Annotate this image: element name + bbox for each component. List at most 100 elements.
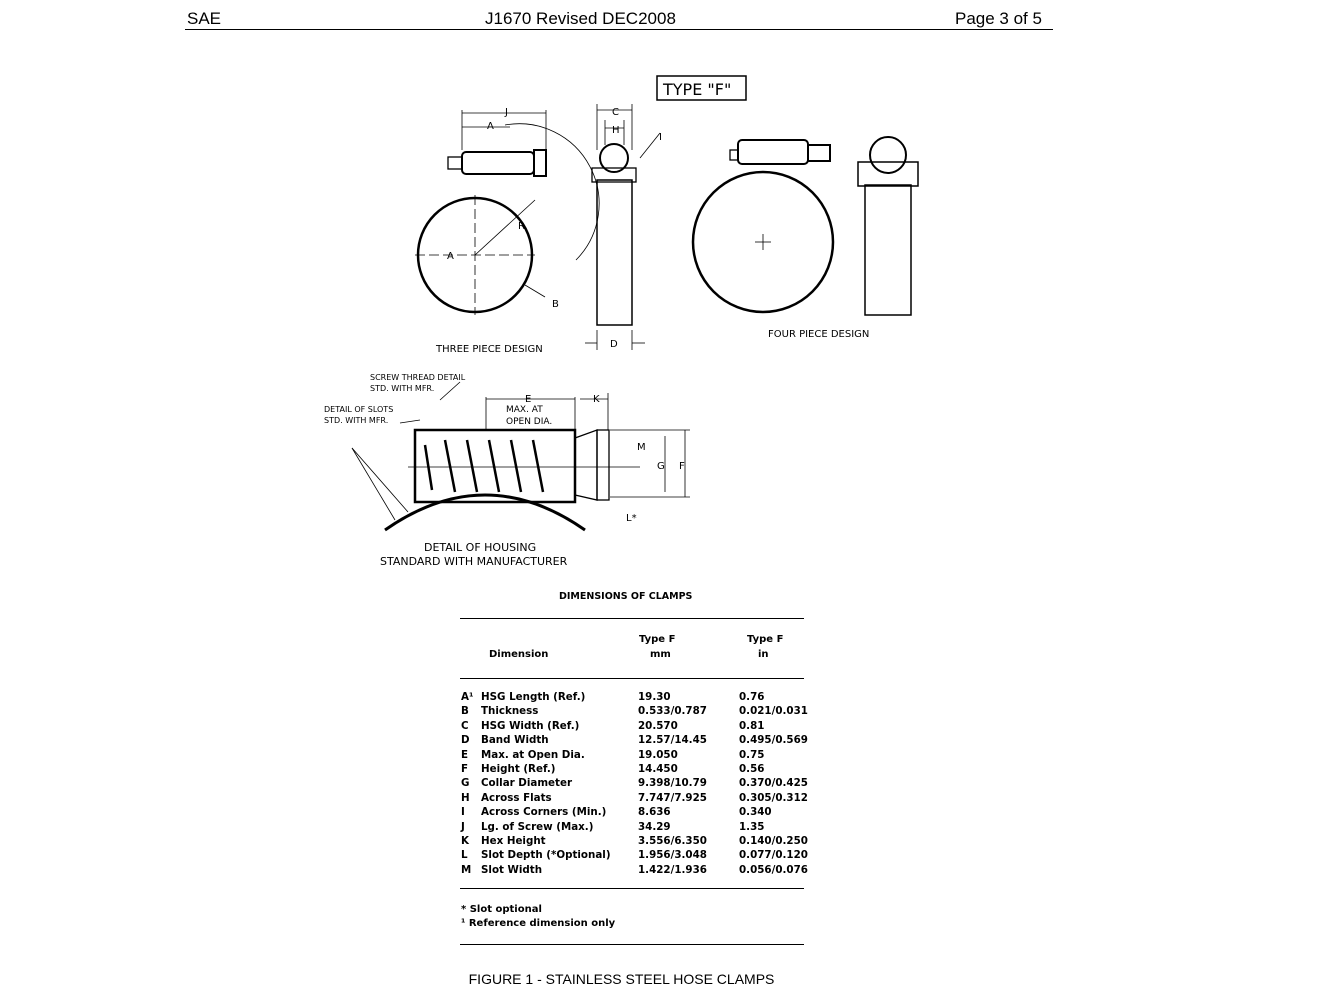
housing-detail-view: E K MAX. AT OPEN DIA. M G F L* SCREW THR… xyxy=(324,373,690,568)
svg-text:M: M xyxy=(637,442,646,453)
dimension-name: HSG Width (Ref.) xyxy=(481,719,580,732)
header-in-unit: in xyxy=(758,649,769,660)
dimension-letter: B xyxy=(461,705,469,718)
value-in: 1.35 xyxy=(739,820,765,833)
value-mm: 0.533/0.787 xyxy=(638,705,707,718)
dimension-name: Hex Height xyxy=(481,835,546,847)
value-mm: 8.636 xyxy=(638,806,671,819)
value-in: 0.495/0.569 xyxy=(739,734,808,747)
dimension-letter: I xyxy=(461,806,465,819)
svg-text:K: K xyxy=(593,394,600,405)
header-org: SAE xyxy=(187,9,222,28)
svg-text:R: R xyxy=(518,221,525,232)
footnote-slot: * Slot optional xyxy=(461,904,542,915)
footnote-reference: ¹ Reference dimension only xyxy=(461,918,616,929)
value-in: 0.340 xyxy=(739,806,772,819)
dimension-name: HSG Length (Ref.) xyxy=(481,691,586,703)
table-title: DIMENSIONS OF CLAMPS xyxy=(559,591,693,602)
header-rule xyxy=(185,29,1053,30)
svg-text:C: C xyxy=(612,107,619,118)
svg-text:STANDARD WITH MANUFACTURER: STANDARD WITH MANUFACTURER xyxy=(380,555,568,568)
dimension-letter: K xyxy=(461,835,469,847)
header-doc-id: J1670 Revised DEC2008 xyxy=(485,9,676,28)
footnote-rule xyxy=(460,944,804,945)
dimension-letter: H xyxy=(461,791,470,804)
table-bottom-rule xyxy=(460,888,804,889)
table-header-rule xyxy=(460,678,804,679)
dimension-letter: J xyxy=(461,820,465,833)
svg-text:STD. WITH MFR.: STD. WITH MFR. xyxy=(370,384,434,393)
svg-text:STD. WITH MFR.: STD. WITH MFR. xyxy=(324,416,388,425)
table-top-rule xyxy=(460,618,804,619)
four-piece-label: FOUR PIECE DESIGN xyxy=(768,329,869,340)
dimension-letter: A¹ xyxy=(461,691,474,703)
svg-text:SCREW THREAD DETAIL: SCREW THREAD DETAIL xyxy=(370,373,466,382)
header-mm-unit: mm xyxy=(650,649,671,660)
value-mm: 19.30 xyxy=(638,691,671,703)
svg-text:DETAIL OF SLOTS: DETAIL OF SLOTS xyxy=(324,405,393,414)
header-mm-type: Type F xyxy=(639,634,676,645)
value-mm: 9.398/10.79 xyxy=(638,777,707,790)
dimension-letter: G xyxy=(461,777,470,790)
dimension-name: Lg. of Screw (Max.) xyxy=(481,820,594,833)
type-label-box xyxy=(656,75,747,101)
value-mm: 3.556/6.350 xyxy=(638,835,707,847)
dimension-name: Slot Width xyxy=(481,863,543,876)
dimension-letter: C xyxy=(461,719,469,732)
svg-text:B: B xyxy=(552,299,559,310)
dimension-letter: E xyxy=(461,748,469,761)
four-piece-view: FOUR PIECE DESIGN xyxy=(691,136,919,340)
header-page-number: Page 3 of 5 xyxy=(955,9,1042,28)
svg-text:F: F xyxy=(679,461,685,472)
svg-text:OPEN DIA.: OPEN DIA. xyxy=(506,417,552,427)
value-mm: 7.747/7.925 xyxy=(638,791,707,804)
svg-text:L*: L* xyxy=(626,513,637,524)
svg-text:D: D xyxy=(610,339,618,350)
svg-text:MAX. AT: MAX. AT xyxy=(506,405,543,415)
dimension-name: Across Corners (Min.) xyxy=(481,806,607,819)
value-in: 0.75 xyxy=(739,748,765,761)
value-in: 0.140/0.250 xyxy=(739,835,808,847)
three-piece-view: J A R A B THREE PIECE DESIGN xyxy=(415,107,600,355)
value-in: 0.56 xyxy=(739,763,765,775)
value-mm: 1.422/1.936 xyxy=(638,863,707,876)
dimension-name: Thickness xyxy=(481,705,539,718)
dimension-name: Across Flats xyxy=(481,791,552,804)
value-in: 0.81 xyxy=(739,719,765,732)
three-piece-label: THREE PIECE DESIGN xyxy=(435,344,543,355)
svg-text:J: J xyxy=(504,107,508,118)
svg-text:I: I xyxy=(659,132,662,143)
dimension-name: Max. at Open Dia. xyxy=(481,748,585,761)
value-in: 0.76 xyxy=(739,691,765,703)
svg-text:A: A xyxy=(487,121,494,132)
value-mm: 19.050 xyxy=(638,748,678,761)
svg-text:DETAIL OF HOUSING: DETAIL OF HOUSING xyxy=(424,541,536,554)
dimension-letter: M xyxy=(461,863,472,876)
header-in-type: Type F xyxy=(747,634,784,645)
value-in: 0.077/0.120 xyxy=(739,849,808,862)
svg-text:H: H xyxy=(612,125,620,136)
value-in: 0.056/0.076 xyxy=(739,863,808,876)
value-mm: 34.29 xyxy=(638,820,671,833)
dimension-name: Collar Diameter xyxy=(481,777,573,790)
svg-text:A: A xyxy=(447,251,454,262)
value-mm: 12.57/14.45 xyxy=(638,734,707,747)
dimension-letter: F xyxy=(461,763,469,775)
clamp-drawing: TYPE "F" J A R A B THREE PIECE DESIGN xyxy=(324,75,919,568)
dimension-name: Height (Ref.) xyxy=(481,763,556,775)
dimension-letter: D xyxy=(461,734,470,747)
svg-text:E: E xyxy=(525,394,531,405)
figure-caption: FIGURE 1 - STAINLESS STEEL HOSE CLAMPS xyxy=(468,971,775,987)
dimension-letter: L xyxy=(461,849,468,862)
value-mm: 1.956/3.048 xyxy=(638,849,707,862)
header-dimension: Dimension xyxy=(489,649,549,660)
side-view: C H I D xyxy=(585,104,662,350)
dimension-name: Slot Depth (*Optional) xyxy=(481,849,611,862)
value-in: 0.370/0.425 xyxy=(739,777,808,790)
dimension-name: Band Width xyxy=(481,734,549,747)
value-mm: 14.450 xyxy=(638,763,678,775)
svg-text:G: G xyxy=(657,461,665,472)
value-in: 0.305/0.312 xyxy=(739,791,808,804)
value-in: 0.021/0.031 xyxy=(739,705,808,718)
